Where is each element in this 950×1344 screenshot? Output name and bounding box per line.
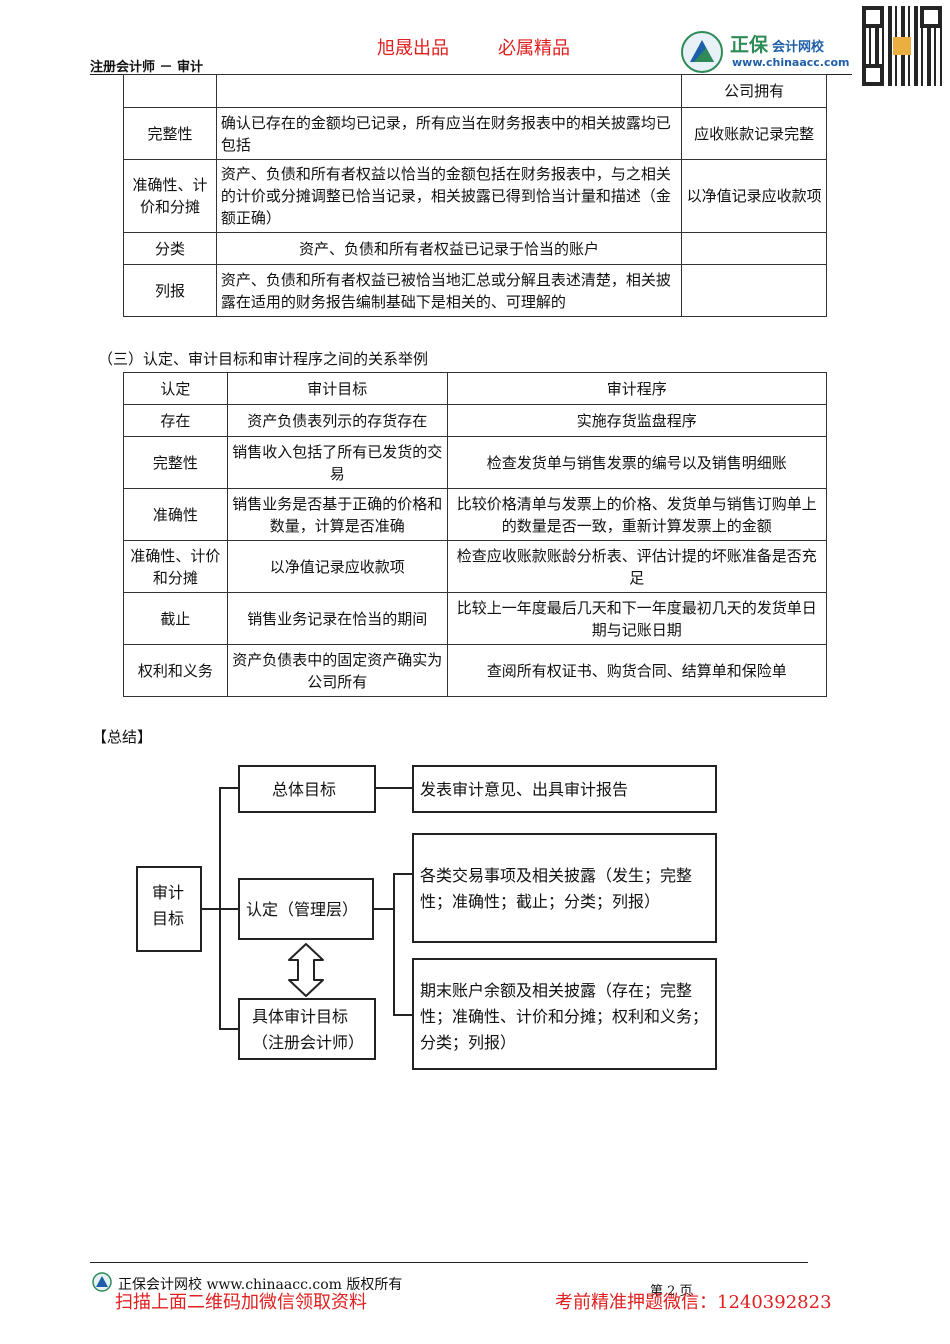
table-cell: 确认已存在的金额均已记录，所有应当在财务报表中的相关披露均已包括 [215, 107, 683, 160]
balances-desc-node: 期末账户余额及相关披露（存在；完整性；准确性、计价和分摊；权利和义务；分类；列报… [412, 958, 717, 1070]
double-arrow-icon [288, 943, 324, 997]
footer-promo-right: 考前精准押题微信：1240392823 [555, 1292, 832, 1313]
table-cell: 资产负债表列示的存货存在 [226, 404, 448, 437]
header-slogan-right: 必属精品 [498, 38, 570, 59]
table-cell [681, 264, 827, 317]
table-row: 准确性、计价和分摊 以净值记录应收款项 检查应收账款账龄分析表、评估计提的坏账准… [123, 540, 828, 593]
footer-page-number: 第 2 页 [650, 1284, 693, 1299]
table-row: 准确性、计价和分摊 资产、负债和所有者权益以恰当的金额包括在财务报表中，与之相关… [123, 159, 827, 233]
column-header: 审计程序 [446, 372, 828, 405]
root-node-label: 审计目标 [152, 883, 185, 928]
table-row: 权利和义务 资产负债表中的固定资产确实为公司所有 查阅所有权证书、购货合同、结算… [123, 644, 828, 697]
specific-objective-line1: 具体审计目标 [252, 1007, 349, 1026]
connector [393, 873, 413, 875]
table-cell: 完整性 [123, 107, 217, 160]
assertion-table: 公司拥有 完整性 确认已存在的金额均已记录，所有应当在财务报表中的相关披露均已包… [123, 74, 827, 317]
table-row: 分类 资产、负债和所有者权益已记录于恰当的账户 [123, 232, 827, 265]
table-cell: 资产、负债和所有者权益已被恰当地汇总或分解且表述清楚，相关披露在适用的财务报告编… [215, 264, 683, 317]
connector [201, 908, 220, 910]
logo: 正保 会计网校 www.chinaacc.com [680, 30, 855, 74]
table-cell: 资产、负债和所有者权益以恰当的金额包括在财务报表中，与之相关的计价或分摊调整已恰… [215, 159, 683, 233]
table-cell [123, 74, 217, 108]
table-cell: 销售业务记录在恰当的期间 [226, 592, 448, 645]
logo-name: 正保 [730, 34, 769, 56]
table-cell: 比较价格清单与发票上的价格、发货单与销售订购单上的数量是否一致，重新计算发票上的… [446, 488, 828, 541]
connector [373, 908, 394, 910]
header-course: 注册会计师 － 审计 [90, 60, 204, 75]
relationship-table: 认定 审计目标 审计程序 存在 资产负债表列示的存货存在 实施存货监盘程序 完整… [123, 372, 828, 697]
specific-objective-node: 具体审计目标 （注册会计师） [238, 998, 376, 1060]
connector [219, 908, 239, 910]
table-cell: 销售收入包括了所有已发货的交易 [226, 436, 448, 489]
table-row: 完整性 确认已存在的金额均已记录，所有应当在财务报表中的相关披露均已包括 应收账… [123, 107, 827, 160]
table-row: 存在 资产负债表列示的存货存在 实施存货监盘程序 [123, 404, 828, 437]
table-cell: 销售业务是否基于正确的价格和数量，计算是否准确 [226, 488, 448, 541]
assertion-node: 认定（管理层） [238, 878, 374, 940]
table-cell: 截止 [123, 592, 228, 645]
table-cell: 资产、负债和所有者权益已记录于恰当的账户 [215, 232, 683, 265]
root-node: 审计目标 [136, 866, 202, 952]
connector [393, 873, 395, 1016]
table-row: 列报 资产、负债和所有者权益已被恰当地汇总或分解且表述清楚，相关披露在适用的财务… [123, 264, 827, 317]
table-row: 公司拥有 [123, 74, 827, 108]
logo-url: www.chinaacc.com [732, 56, 850, 69]
table-cell: 公司拥有 [681, 74, 827, 108]
table-cell: 列报 [123, 264, 217, 317]
table-cell [215, 74, 683, 108]
table-cell: 检查发货单与销售发票的编号以及销售明细账 [446, 436, 828, 489]
section3-heading: （三）认定、审计目标和审计程序之间的关系举例 [98, 350, 429, 368]
table-cell: 以净值记录应收款项 [226, 540, 448, 593]
table-cell: 检查应收账款账龄分析表、评估计提的坏账准备是否充足 [446, 540, 828, 593]
table-header-row: 认定 审计目标 审计程序 [123, 372, 828, 405]
logo-sub: 会计网校 [772, 40, 825, 55]
footer-rule [90, 1262, 808, 1263]
logo-mark-icon [681, 31, 723, 73]
table-cell: 准确性、计价和分摊 [123, 540, 228, 593]
table-cell: 准确性 [123, 488, 228, 541]
transactions-desc-node: 各类交易事项及相关披露（发生；完整性；准确性；截止；分类；列报） [412, 833, 717, 943]
summary-heading: 【总结】 [92, 728, 153, 746]
connector [219, 1028, 239, 1030]
table-cell: 准确性、计价和分摊 [123, 159, 217, 233]
footer-copyright: 正保会计网校 www.chinaacc.com 版权所有 [118, 1277, 403, 1293]
table-row: 完整性 销售收入包括了所有已发货的交易 检查发货单与销售发票的编号以及销售明细账 [123, 436, 828, 489]
connector [375, 787, 413, 789]
footer-promo-left: 扫描上面二维码加微信领取资料 [115, 1292, 367, 1313]
qr-code[interactable] [862, 6, 942, 86]
table-cell: 应收账款记录完整 [681, 107, 827, 160]
table-cell: 权利和义务 [123, 644, 228, 697]
connector [219, 787, 239, 789]
table-cell: 比较上一年度最后几天和下一年度最初几天的发货单日期与记账日期 [446, 592, 828, 645]
table-cell: 分类 [123, 232, 217, 265]
footer-logo-icon [92, 1272, 112, 1292]
connector [393, 1014, 413, 1016]
overall-objective-desc: 发表审计意见、出具审计报告 [412, 765, 717, 813]
table-cell: 资产负债表中的固定资产确实为公司所有 [226, 644, 448, 697]
table-cell: 查阅所有权证书、购货合同、结算单和保险单 [446, 644, 828, 697]
table-cell: 实施存货监盘程序 [446, 404, 828, 437]
specific-objective-line2: （注册会计师） [252, 1033, 365, 1052]
table-row: 准确性 销售业务是否基于正确的价格和数量，计算是否准确 比较价格清单与发票上的价… [123, 488, 828, 541]
table-cell [681, 232, 827, 265]
column-header: 审计目标 [226, 372, 448, 405]
header-slogan-left: 旭晟出品 [377, 38, 449, 59]
overall-objective-node: 总体目标 [238, 765, 376, 813]
table-cell: 以净值记录应收款项 [681, 159, 827, 233]
column-header: 认定 [123, 372, 228, 405]
table-row: 截止 销售业务记录在恰当的期间 比较上一年度最后几天和下一年度最初几天的发货单日… [123, 592, 828, 645]
table-cell: 存在 [123, 404, 228, 437]
table-cell: 完整性 [123, 436, 228, 489]
